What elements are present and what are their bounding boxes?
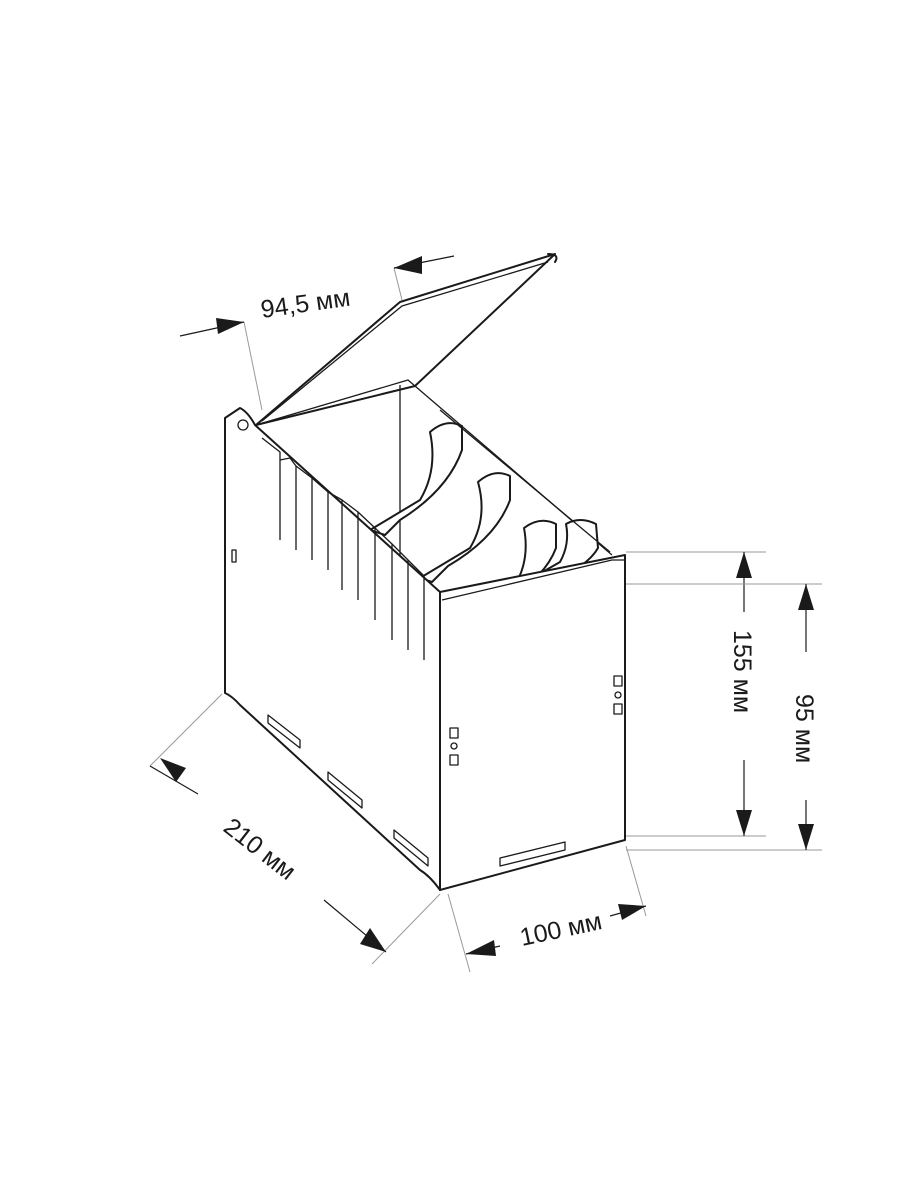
arrow-head [798, 824, 814, 850]
dimension-label-front-height: 95 мм [790, 694, 818, 763]
dimension-label-lid: 94,5 мм [259, 284, 352, 324]
arrow-head [736, 810, 752, 836]
lid [255, 253, 558, 426]
dimension-front-height: 95 мм [626, 583, 822, 851]
arrow-head [466, 940, 496, 956]
arrow-head [618, 904, 646, 920]
dimension-label-length: 210 мм [218, 813, 301, 886]
arrow-head [360, 928, 386, 952]
arrow-head [394, 256, 422, 274]
arrow-head [216, 318, 244, 334]
arrow-head [798, 584, 814, 610]
dimension-label-total-height: 155 мм [728, 630, 756, 713]
arrow-head [736, 552, 752, 578]
arrow-head [160, 758, 186, 782]
dimension-total-height: 155 мм [626, 551, 766, 837]
box-illustration [224, 253, 626, 891]
front-panel [439, 554, 626, 891]
left-side-panel [224, 407, 441, 891]
dimension-label-depth: 100 мм [517, 907, 604, 952]
dividers [369, 409, 611, 613]
